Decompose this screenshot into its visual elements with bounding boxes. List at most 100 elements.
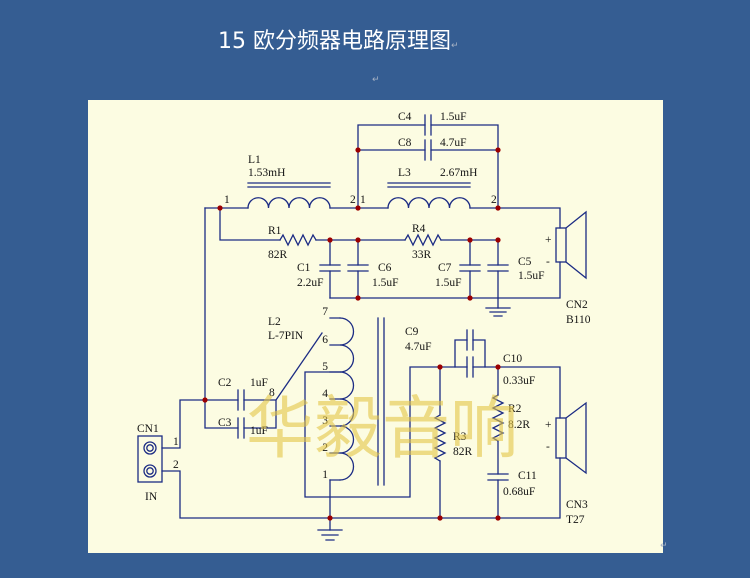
pin-label: 2 bbox=[350, 194, 356, 206]
component-ref: C1 bbox=[297, 262, 311, 274]
wire bbox=[161, 457, 561, 519]
speaker-cn3: + - CN3 T27 bbox=[545, 401, 588, 526]
junction-dot bbox=[437, 515, 443, 521]
component-ref: C10 bbox=[503, 353, 522, 365]
component-ref: C7 bbox=[438, 262, 452, 274]
resistor-r3: R3 82R bbox=[433, 414, 473, 462]
component-ref: C2 bbox=[218, 377, 232, 389]
polarity-plus: + bbox=[545, 419, 552, 431]
component-value: 1.53mH bbox=[248, 167, 285, 179]
component-ref: CN1 bbox=[137, 423, 159, 435]
pin-label: 3 bbox=[322, 415, 328, 427]
speaker-body bbox=[555, 227, 567, 263]
resistor-zigzag bbox=[279, 233, 317, 247]
component-value: 4.7uF bbox=[440, 137, 467, 149]
inductor-l3: L3 2.67mH 1 2 bbox=[360, 167, 497, 209]
junction-dot bbox=[495, 237, 501, 243]
return-mark: ↵ bbox=[372, 75, 380, 85]
pin-label: 1 bbox=[173, 436, 179, 448]
junction-dot bbox=[202, 397, 208, 403]
polarity-plus: + bbox=[545, 234, 552, 246]
junction-dot bbox=[467, 295, 473, 301]
wire bbox=[219, 207, 499, 241]
speaker-body bbox=[555, 417, 567, 459]
component-value: 1uF bbox=[250, 425, 268, 437]
capacitor-c8: C8 4.7uF bbox=[398, 137, 467, 161]
capacitor-c2: C2 1uF bbox=[218, 377, 268, 411]
wire bbox=[469, 207, 561, 229]
junction-dot bbox=[495, 364, 501, 370]
component-ref: L3 bbox=[398, 167, 411, 179]
pin-label: 7 bbox=[322, 306, 328, 318]
autotransformer-l2: L2 L-7PIN 7 6 5 4 3 2 1 8 bbox=[268, 306, 385, 486]
capacitor-c6: C6 1.5uF bbox=[347, 262, 399, 289]
coil-core-lines bbox=[387, 182, 471, 188]
ground-symbol bbox=[317, 529, 343, 541]
wire bbox=[243, 399, 277, 429]
component-ref: CN2 bbox=[566, 299, 588, 311]
wire bbox=[329, 261, 561, 299]
wire-net bbox=[161, 124, 561, 531]
tap-pin-label: 8 bbox=[269, 387, 275, 399]
junction-dot bbox=[495, 205, 501, 211]
resistor-r4: R4 33R bbox=[404, 223, 442, 261]
component-value: 1.5uF bbox=[372, 277, 399, 289]
pin-label: 1 bbox=[224, 194, 230, 206]
component-value: 4.7uF bbox=[405, 341, 432, 353]
junction-dot bbox=[327, 237, 333, 243]
wire bbox=[454, 339, 486, 368]
capacitor-c10: C10 0.33uF bbox=[466, 353, 535, 387]
tap-arm bbox=[275, 332, 323, 401]
watermark: 华毅音响 bbox=[246, 390, 518, 469]
slide-title-text: 15 欧分频器电路原理图 bbox=[218, 29, 451, 54]
speaker-cn2: + - CN2 B110 bbox=[545, 210, 591, 326]
slide-title: 15 欧分频器电路原理图↵ bbox=[218, 27, 459, 61]
component-ref: C11 bbox=[518, 470, 537, 482]
capacitor-plates bbox=[424, 114, 432, 136]
wire bbox=[204, 207, 239, 429]
coil-core-lines bbox=[247, 182, 331, 188]
component-ref: L2 bbox=[268, 316, 281, 328]
capacitor-plates bbox=[487, 473, 509, 481]
component-ref: R3 bbox=[453, 431, 467, 443]
component-value: L-7PIN bbox=[268, 330, 304, 342]
connector-terminal-inner bbox=[146, 444, 154, 452]
polarity-minus: - bbox=[546, 441, 550, 453]
speaker-cone bbox=[565, 401, 587, 475]
resistor-zigzag bbox=[404, 233, 442, 247]
component-value: 82R bbox=[268, 249, 288, 261]
return-mark: ↵ bbox=[660, 541, 668, 551]
speaker-cone bbox=[565, 210, 587, 280]
component-value: 1.5uF bbox=[435, 277, 462, 289]
pin-label: 1 bbox=[322, 469, 328, 481]
junction-dot bbox=[495, 147, 501, 153]
component-ref: C3 bbox=[218, 417, 232, 429]
component-ref: R2 bbox=[508, 403, 522, 415]
pin-label: 1 bbox=[360, 194, 366, 206]
pin-label: 5 bbox=[322, 361, 328, 373]
component-ref: CN3 bbox=[566, 499, 588, 511]
capacitor-c5: C5 1.5uF bbox=[487, 256, 545, 282]
component-ref: C8 bbox=[398, 137, 412, 149]
component-ref: R1 bbox=[268, 225, 282, 237]
component-value: 1uF bbox=[250, 377, 268, 389]
polarity-minus: - bbox=[546, 256, 550, 268]
capacitor-c4: C4 1.5uF bbox=[398, 111, 467, 136]
resistor-r2: R2 8.2R bbox=[491, 394, 530, 442]
component-value: B110 bbox=[566, 314, 591, 326]
component-value: 1.5uF bbox=[518, 270, 545, 282]
pin-label: 4 bbox=[322, 388, 328, 400]
component-value: 1.5uF bbox=[440, 111, 467, 123]
resistor-zigzag bbox=[491, 394, 505, 442]
capacitor-c11: C11 0.68uF bbox=[487, 470, 537, 498]
wire bbox=[357, 124, 499, 209]
pin-label: 2 bbox=[322, 442, 328, 454]
junction-dot bbox=[355, 147, 361, 153]
capacitor-plates bbox=[347, 264, 369, 272]
component-value: 2.67mH bbox=[440, 167, 477, 179]
capacitor-plates bbox=[466, 356, 474, 378]
component-value: 82R bbox=[453, 446, 473, 458]
component-value: 2.2uF bbox=[297, 277, 324, 289]
capacitor-plates bbox=[459, 264, 481, 272]
